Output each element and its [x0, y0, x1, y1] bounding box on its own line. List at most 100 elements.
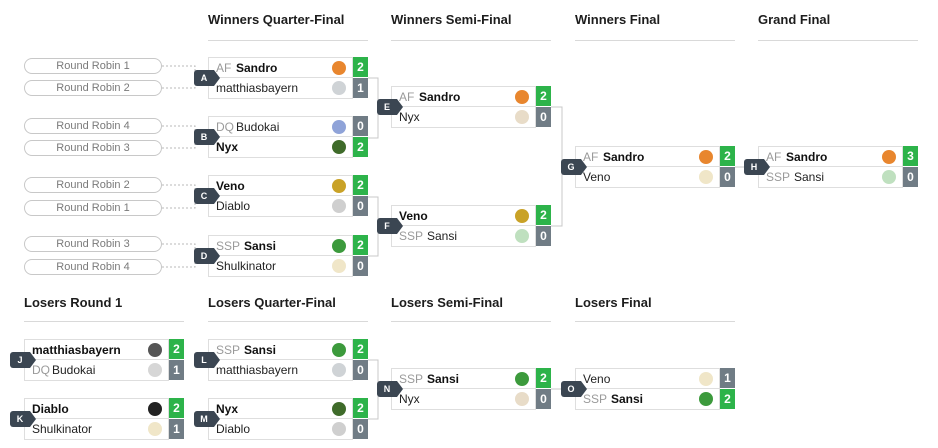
player-name: Veno: [583, 372, 611, 386]
source-pill[interactable]: Round Robin 4: [24, 118, 162, 134]
player-name: Shulkinator: [216, 259, 277, 273]
fighter-avatar-icon: [148, 422, 162, 436]
player-score: 1: [169, 360, 184, 380]
fighter-avatar-icon: [699, 170, 713, 184]
match-player-row[interactable]: Nyx 0: [391, 107, 551, 128]
round-divider: [758, 40, 918, 41]
source-pill[interactable]: Round Robin 1: [24, 58, 162, 74]
player-cell: Diablo: [24, 398, 169, 419]
fighter-avatar-icon: [148, 402, 162, 416]
match-id-label: D: [194, 248, 220, 264]
fighter-avatar-icon: [699, 392, 713, 406]
source-pill[interactable]: Round Robin 3: [24, 236, 162, 252]
player-score: 2: [353, 339, 368, 359]
player-score: 0: [353, 360, 368, 380]
fighter-avatar-icon: [699, 372, 713, 386]
player-score: 1: [353, 78, 368, 98]
match-id-label: F: [377, 218, 403, 234]
round-title-winners-semi-final: Winners Semi-Final: [391, 12, 512, 27]
match-id-label: C: [194, 188, 220, 204]
round-title-winners-final: Winners Final: [575, 12, 661, 27]
player-score: 2: [353, 57, 368, 77]
fighter-avatar-icon: [332, 140, 346, 154]
player-name: Veno: [399, 209, 428, 223]
player-score: 0: [536, 107, 551, 127]
round-divider: [391, 40, 551, 41]
player-name: Sansi: [794, 170, 825, 184]
player-cell: Veno: [391, 205, 536, 226]
player-score: 2: [536, 205, 551, 225]
player-score: 2: [169, 398, 184, 418]
player-cell: Veno: [208, 175, 353, 196]
player-cell: matthiasbayern: [24, 339, 169, 360]
source-pill[interactable]: Round Robin 4: [24, 259, 162, 275]
source-pill[interactable]: Round Robin 3: [24, 140, 162, 156]
match-id-label: M: [194, 411, 220, 427]
player-score: 0: [353, 196, 368, 216]
source-pill[interactable]: Round Robin 1: [24, 200, 162, 216]
player-name: Budokai: [52, 363, 96, 377]
player-name: Nyx: [216, 402, 239, 416]
player-cell: Shulkinator: [208, 256, 353, 277]
fighter-avatar-icon: [332, 120, 346, 134]
match-player-row[interactable]: Veno 2: [391, 205, 551, 226]
round-title-losers-quarter-final: Losers Quarter-Final: [208, 295, 336, 310]
player-cell: Nyx: [208, 398, 353, 419]
player-score: 0: [353, 419, 368, 439]
source-pill[interactable]: Round Robin 2: [24, 177, 162, 193]
source-pill[interactable]: Round Robin 2: [24, 80, 162, 96]
player-name: Nyx: [399, 110, 420, 124]
player-team-tag: DQ: [32, 363, 50, 377]
player-name: Nyx: [216, 140, 239, 154]
fighter-avatar-icon: [332, 343, 346, 357]
player-name: Veno: [583, 170, 611, 184]
